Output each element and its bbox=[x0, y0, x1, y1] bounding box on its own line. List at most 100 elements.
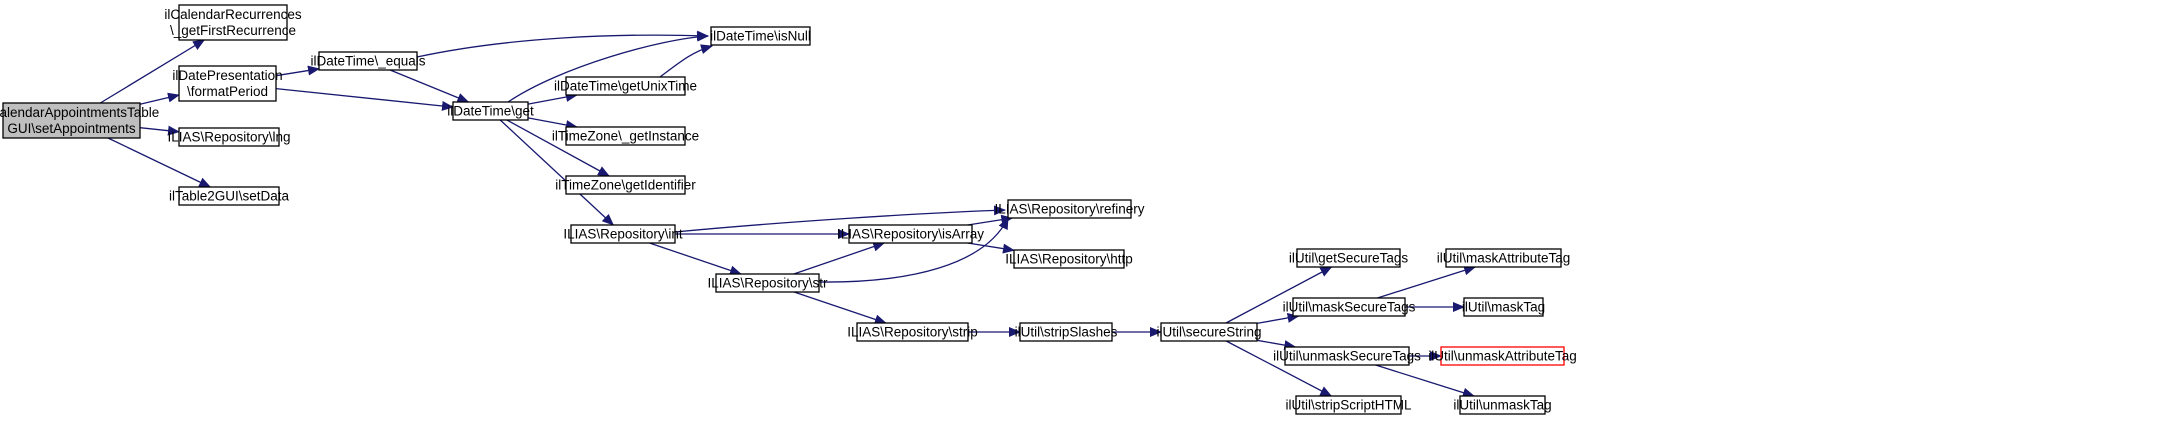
node-unmask-tag[interactable]: ilUtil\unmaskTag bbox=[1453, 395, 1552, 415]
edge-str-to-is-array bbox=[793, 241, 886, 275]
edge-mask-secure-tags-to-mask-attribute-tag bbox=[1377, 265, 1477, 299]
node-get[interactable]: ilDateTime\get bbox=[447, 101, 534, 121]
node-box bbox=[1019, 322, 1113, 342]
node-label: ilUtil\unmaskTag bbox=[1453, 398, 1551, 413]
node-label: ilDatePresentation bbox=[172, 68, 282, 83]
node-label: ilUtil\unmaskAttributeTag bbox=[1428, 349, 1577, 364]
edge-format-period-to-equals bbox=[275, 65, 320, 77]
node-box bbox=[565, 126, 686, 146]
node-box bbox=[318, 51, 418, 71]
node-box bbox=[710, 26, 811, 46]
node-box bbox=[1459, 395, 1546, 415]
edge-unmask-secure-tags-to-unmask-tag bbox=[1375, 364, 1475, 398]
edge-str-to-strip bbox=[793, 291, 887, 325]
node-label: ilUtil\secureString bbox=[1156, 325, 1261, 340]
node-lng[interactable]: ILIAS\Repository\lng bbox=[167, 127, 291, 147]
node-box bbox=[1295, 395, 1402, 415]
node-str[interactable]: ILIAS\Repository\str bbox=[707, 273, 828, 293]
edge-is-array-to-http bbox=[967, 242, 1015, 254]
node-label: ILIAS\Repository\int bbox=[563, 227, 683, 242]
edges-layer bbox=[99, 30, 1477, 398]
node-box bbox=[178, 4, 288, 41]
node-box bbox=[2, 102, 141, 139]
node-http[interactable]: ILIAS\Repository\http bbox=[1005, 249, 1133, 269]
node-label: ilTimeZone\getIdentifier bbox=[555, 178, 696, 193]
node-box bbox=[1284, 346, 1410, 366]
edge-secure-string-to-unmask-secure-tags bbox=[1256, 339, 1297, 351]
node-label: ilUtil\maskTag bbox=[1462, 300, 1545, 315]
edge-get-to-int bbox=[499, 119, 615, 226]
edge-secure-string-to-strip-script-html bbox=[1225, 340, 1333, 397]
node-label: ILIAS\Repository\refinery bbox=[994, 202, 1144, 217]
node-label: ILIAS\Repository\http bbox=[1005, 252, 1133, 267]
edge-int-to-str bbox=[649, 242, 742, 276]
node-label: ilCalendarAppointmentsTable bbox=[0, 105, 159, 120]
node-equals[interactable]: ilDateTime\_equals bbox=[310, 51, 426, 71]
node-is-array[interactable]: ILIAS\Repository\isArray bbox=[837, 224, 984, 244]
edge-equals-to-get bbox=[389, 69, 470, 103]
node-get-identifier[interactable]: ilTimeZone\getIdentifier bbox=[555, 175, 696, 195]
edge-str-to-refinery bbox=[818, 217, 1009, 283]
node-mask-tag[interactable]: ilUtil\maskTag bbox=[1462, 297, 1545, 317]
node-label: ilTimeZone\_getInstance bbox=[552, 129, 699, 144]
node-box bbox=[1160, 322, 1258, 342]
node-label: ilDateTime\isNull bbox=[710, 29, 811, 44]
node-get-unix-time[interactable]: ilDateTime\getUnixTime bbox=[554, 76, 697, 96]
edge-get-to-is-null bbox=[507, 31, 709, 103]
edge-root-to-lng bbox=[139, 125, 180, 136]
node-secure-string[interactable]: ilUtil\secureString bbox=[1156, 322, 1262, 342]
edge-secure-string-to-mask-secure-tags bbox=[1256, 313, 1300, 325]
node-get-instance[interactable]: ilTimeZone\_getInstance bbox=[552, 126, 699, 146]
node-box bbox=[565, 175, 686, 195]
node-box bbox=[452, 101, 529, 121]
node-unmask-secure-tags[interactable]: ilUtil\unmaskSecureTags bbox=[1273, 346, 1421, 366]
node-box bbox=[570, 224, 676, 244]
node-box bbox=[565, 76, 686, 96]
node-box bbox=[178, 127, 280, 147]
node-strip[interactable]: ILIAS\Repository\strip bbox=[847, 322, 978, 342]
node-strip-script-html[interactable]: ilUtil\stripScriptHTML bbox=[1285, 395, 1412, 415]
edge-root-to-get-first-recurrence bbox=[99, 39, 206, 104]
node-label: ilUtil\getSecureTags bbox=[1289, 251, 1409, 266]
node-label: ILIAS\Repository\str bbox=[707, 276, 828, 291]
node-root[interactable]: ilCalendarAppointmentsTableGUI\setAppoin… bbox=[0, 102, 159, 139]
node-get-secure-tags[interactable]: ilUtil\getSecureTags bbox=[1289, 248, 1409, 268]
edge-get-to-get-identifier bbox=[506, 119, 610, 177]
node-box bbox=[1296, 248, 1401, 268]
edge-secure-string-to-get-secure-tags bbox=[1225, 266, 1333, 324]
node-mask-attribute-tag[interactable]: ilUtil\maskAttributeTag bbox=[1437, 248, 1571, 268]
node-box bbox=[715, 273, 820, 293]
node-label: GUI\setAppointments bbox=[7, 121, 136, 136]
node-box bbox=[1445, 248, 1562, 268]
node-label: ilUtil\maskAttributeTag bbox=[1437, 251, 1571, 266]
node-box bbox=[1463, 297, 1544, 317]
node-strip-slashes[interactable]: ilUtil\stripSlashes bbox=[1015, 322, 1118, 342]
node-box bbox=[1013, 249, 1125, 269]
node-box bbox=[178, 186, 280, 206]
edge-is-array-to-refinery bbox=[967, 214, 1014, 226]
node-unmask-attribute-tag[interactable]: ilUtil\unmaskAttributeTag bbox=[1428, 346, 1577, 366]
edge-get-unix-time-to-is-null bbox=[659, 44, 713, 78]
node-set-data[interactable]: ilTable2GUI\setData bbox=[169, 186, 290, 206]
node-format-period[interactable]: ilDatePresentation\formatPeriod bbox=[172, 65, 283, 102]
node-label: ilUtil\stripSlashes bbox=[1015, 325, 1118, 340]
node-label: ilDateTime\getUnixTime bbox=[554, 79, 697, 94]
node-box bbox=[848, 224, 973, 244]
node-label: ilUtil\maskSecureTags bbox=[1283, 300, 1416, 315]
node-mask-secure-tags[interactable]: ilUtil\maskSecureTags bbox=[1283, 297, 1416, 317]
node-label: ilUtil\stripScriptHTML bbox=[1285, 398, 1412, 413]
node-label: ILIAS\Repository\strip bbox=[847, 325, 978, 340]
node-int[interactable]: ILIAS\Repository\int bbox=[563, 224, 683, 244]
node-label: ILIAS\Repository\isArray bbox=[837, 227, 984, 242]
edge-root-to-set-data bbox=[107, 137, 212, 188]
node-label: \formatPeriod bbox=[187, 84, 268, 99]
node-label: ILIAS\Repository\lng bbox=[167, 130, 290, 145]
node-label: ilDateTime\_equals bbox=[310, 54, 425, 69]
nodes-layer: ilCalendarAppointmentsTableGUI\setAppoin… bbox=[0, 4, 1577, 415]
edge-int-to-refinery bbox=[674, 205, 1006, 233]
node-refinery[interactable]: ILIAS\Repository\refinery bbox=[994, 199, 1145, 219]
node-is-null[interactable]: ilDateTime\isNull bbox=[710, 26, 811, 46]
node-get-first-recurrence[interactable]: ilCalendarRecurrences\_getFirstRecurrenc… bbox=[164, 4, 302, 41]
node-box bbox=[1292, 297, 1406, 317]
edge-format-period-to-get bbox=[275, 87, 454, 111]
